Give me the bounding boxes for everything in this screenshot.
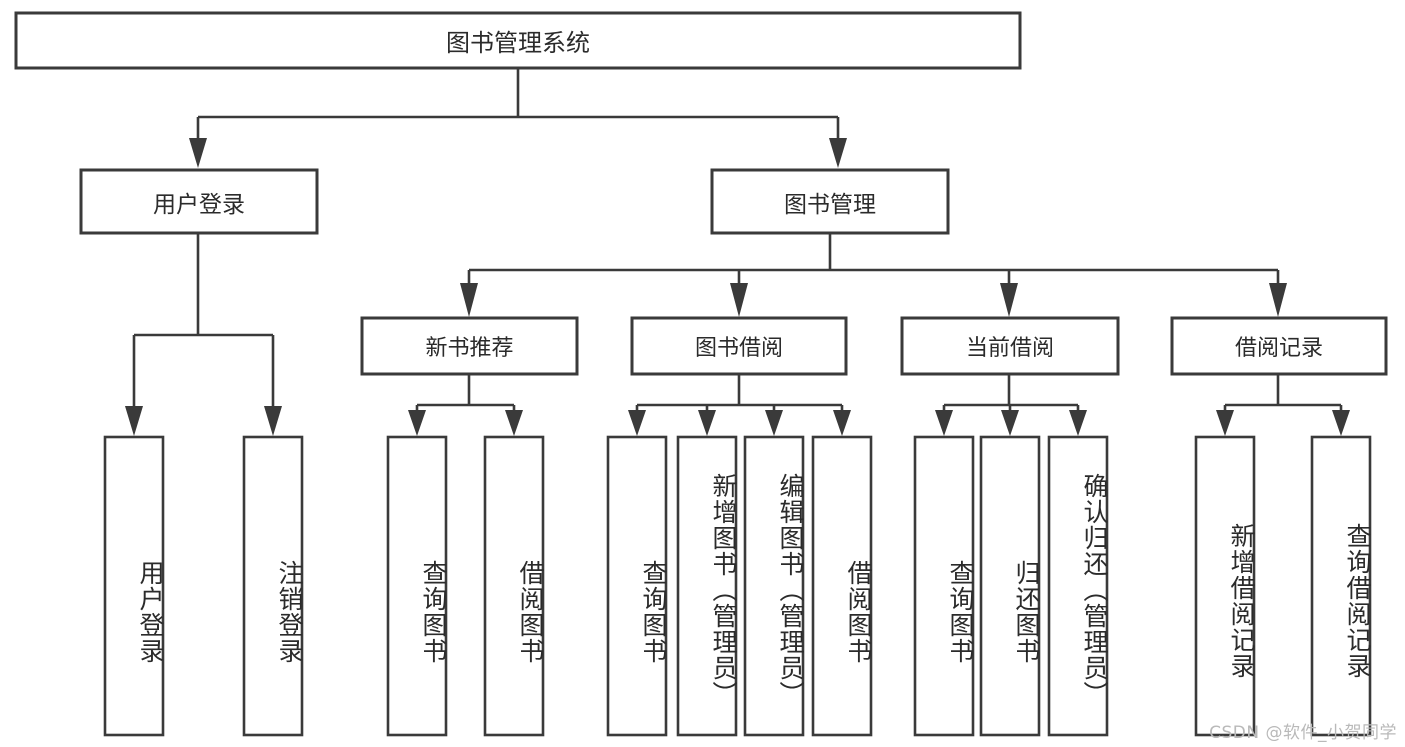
node-leaf-logout[interactable] [242,435,304,737]
node-leaf-query-book-2[interactable] [606,435,668,737]
arrow-to-leaf-query-book-2 [628,410,646,436]
node-leaf-confirm-return[interactable] [1047,435,1109,737]
arrow-to-user-login [189,138,207,168]
label-borrow-record: 借阅记录 [1234,336,1323,361]
node-root[interactable] [14,11,1022,70]
label-book-management: 图书管理 [784,191,876,218]
label-leaf-borrow-book-2: 借阅图书 [844,560,873,664]
node-new-book-recommend[interactable] [360,316,579,376]
label-leaf-query-book-3: 查询图书 [946,560,975,664]
label-leaf-logout: 注销登录 [275,560,304,664]
arrow-to-leaf-logout [264,406,282,436]
node-leaf-query-book-1[interactable] [386,435,448,737]
arrow-to-leaf-edit-book [765,410,783,436]
arrow-to-leaf-add-record [1216,410,1234,436]
node-leaf-return-book[interactable] [979,435,1041,737]
node-borrow-record[interactable] [1170,316,1388,376]
arrow-to-current-borrow [1000,283,1018,317]
label-book-borrow: 图书借阅 [694,336,783,361]
arrow-to-new-book-recommend [460,283,478,317]
label-root: 图书管理系统 [446,29,590,57]
arrow-to-leaf-add-book [698,410,716,436]
edge-layer [125,68,1350,436]
node-leaf-add-book[interactable] [676,435,738,737]
arrow-to-leaf-user-login [125,406,143,436]
node-leaf-add-record[interactable] [1194,435,1256,737]
label-new-book-recommend: 新书推荐 [425,336,514,361]
node-current-borrow[interactable] [900,316,1120,376]
node-leaf-borrow-book-1[interactable] [483,435,545,737]
node-leaf-query-book-3[interactable] [913,435,975,737]
label-leaf-confirm-return: 确认归还（管理员） [1080,473,1109,707]
label-leaf-user-login: 用户登录 [136,560,165,664]
node-book-management[interactable] [710,168,950,235]
label-leaf-query-record: 查询借阅记录 [1343,522,1372,679]
arrow-to-leaf-query-book-1 [408,410,426,436]
label-leaf-add-book: 新增图书（管理员） [709,473,738,707]
label-current-borrow: 当前借阅 [965,336,1054,361]
node-leaf-user-login[interactable] [103,435,165,737]
node-leaf-borrow-book-2[interactable] [811,435,873,737]
arrow-to-leaf-return-book [1001,410,1019,436]
node-layer [14,11,1388,737]
label-user-login: 用户登录 [153,191,245,218]
node-leaf-edit-book[interactable] [743,435,805,737]
node-book-borrow[interactable] [630,316,848,376]
arrow-to-borrow-record [1269,283,1287,317]
label-leaf-return-book: 归还图书 [1012,560,1041,664]
label-leaf-edit-book: 编辑图书（管理员） [776,473,805,707]
arrow-to-leaf-confirm-return [1069,410,1087,436]
node-leaf-query-record[interactable] [1310,435,1372,737]
label-leaf-query-book-1: 查询图书 [419,560,448,664]
label-leaf-add-record: 新增借阅记录 [1227,522,1256,679]
arrow-to-leaf-borrow-book-1 [505,410,523,436]
arrow-to-leaf-query-record [1332,410,1350,436]
node-user-login[interactable] [79,168,319,235]
arrow-to-leaf-borrow-book-2 [833,410,851,436]
label-leaf-query-book-2: 查询图书 [639,560,668,664]
arrow-to-book-mgmt [829,138,847,168]
label-leaf-borrow-book-1: 借阅图书 [516,560,545,664]
arrow-to-book-borrow [730,283,748,317]
arrow-to-leaf-query-book-3 [935,410,953,436]
